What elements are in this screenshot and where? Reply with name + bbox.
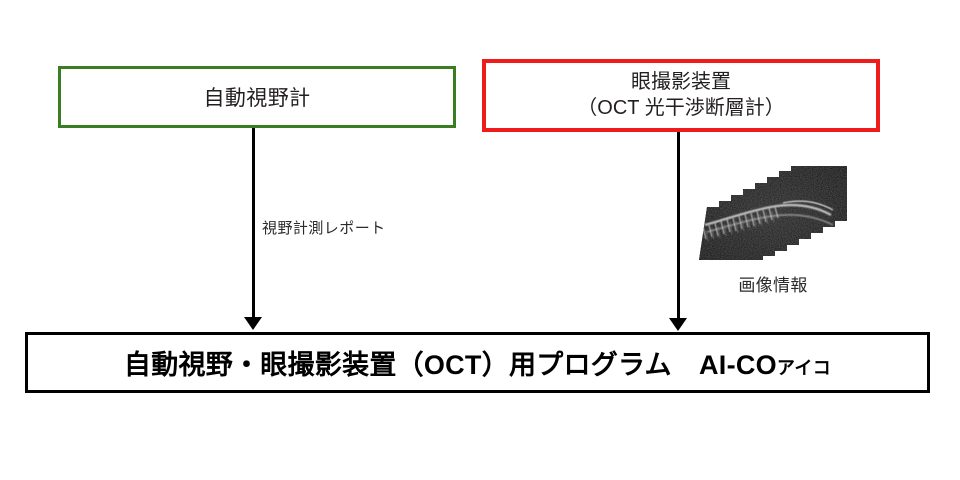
node-oct-device-label-line2: （OCT 光干渉断層計） bbox=[577, 96, 785, 119]
node-program-label: 自動視野・眼撮影装置（OCT）用プログラム AI-COアイコ bbox=[124, 343, 831, 382]
edge-label-visual-field-report: 視野計測レポート bbox=[262, 220, 386, 237]
node-oct-device-label-line1: 眼撮影装置 bbox=[631, 71, 731, 94]
oct-figure-caption: 画像情報 bbox=[738, 276, 808, 295]
connector-left-line bbox=[252, 128, 255, 318]
node-program-main-text: 自動視野・眼撮影装置（OCT）用プログラム AI-CO bbox=[123, 350, 777, 380]
node-program-reading-text: アイコ bbox=[776, 358, 832, 378]
node-oct-device[interactable]: 眼撮影装置 （OCT 光干渉断層計） bbox=[482, 59, 880, 132]
connector-left-arrowhead-icon bbox=[244, 317, 262, 330]
oct-bscan-stack-image bbox=[699, 166, 847, 260]
node-automated-perimeter-label: 自動視野計 bbox=[203, 87, 311, 110]
node-program[interactable]: 自動視野・眼撮影装置（OCT）用プログラム AI-COアイコ bbox=[25, 332, 930, 393]
connector-right-line bbox=[677, 132, 680, 319]
node-automated-perimeter[interactable]: 自動視野計 bbox=[58, 66, 456, 128]
oct-bscan-stack-figure bbox=[697, 163, 849, 263]
connector-right-arrowhead-icon bbox=[669, 318, 687, 331]
